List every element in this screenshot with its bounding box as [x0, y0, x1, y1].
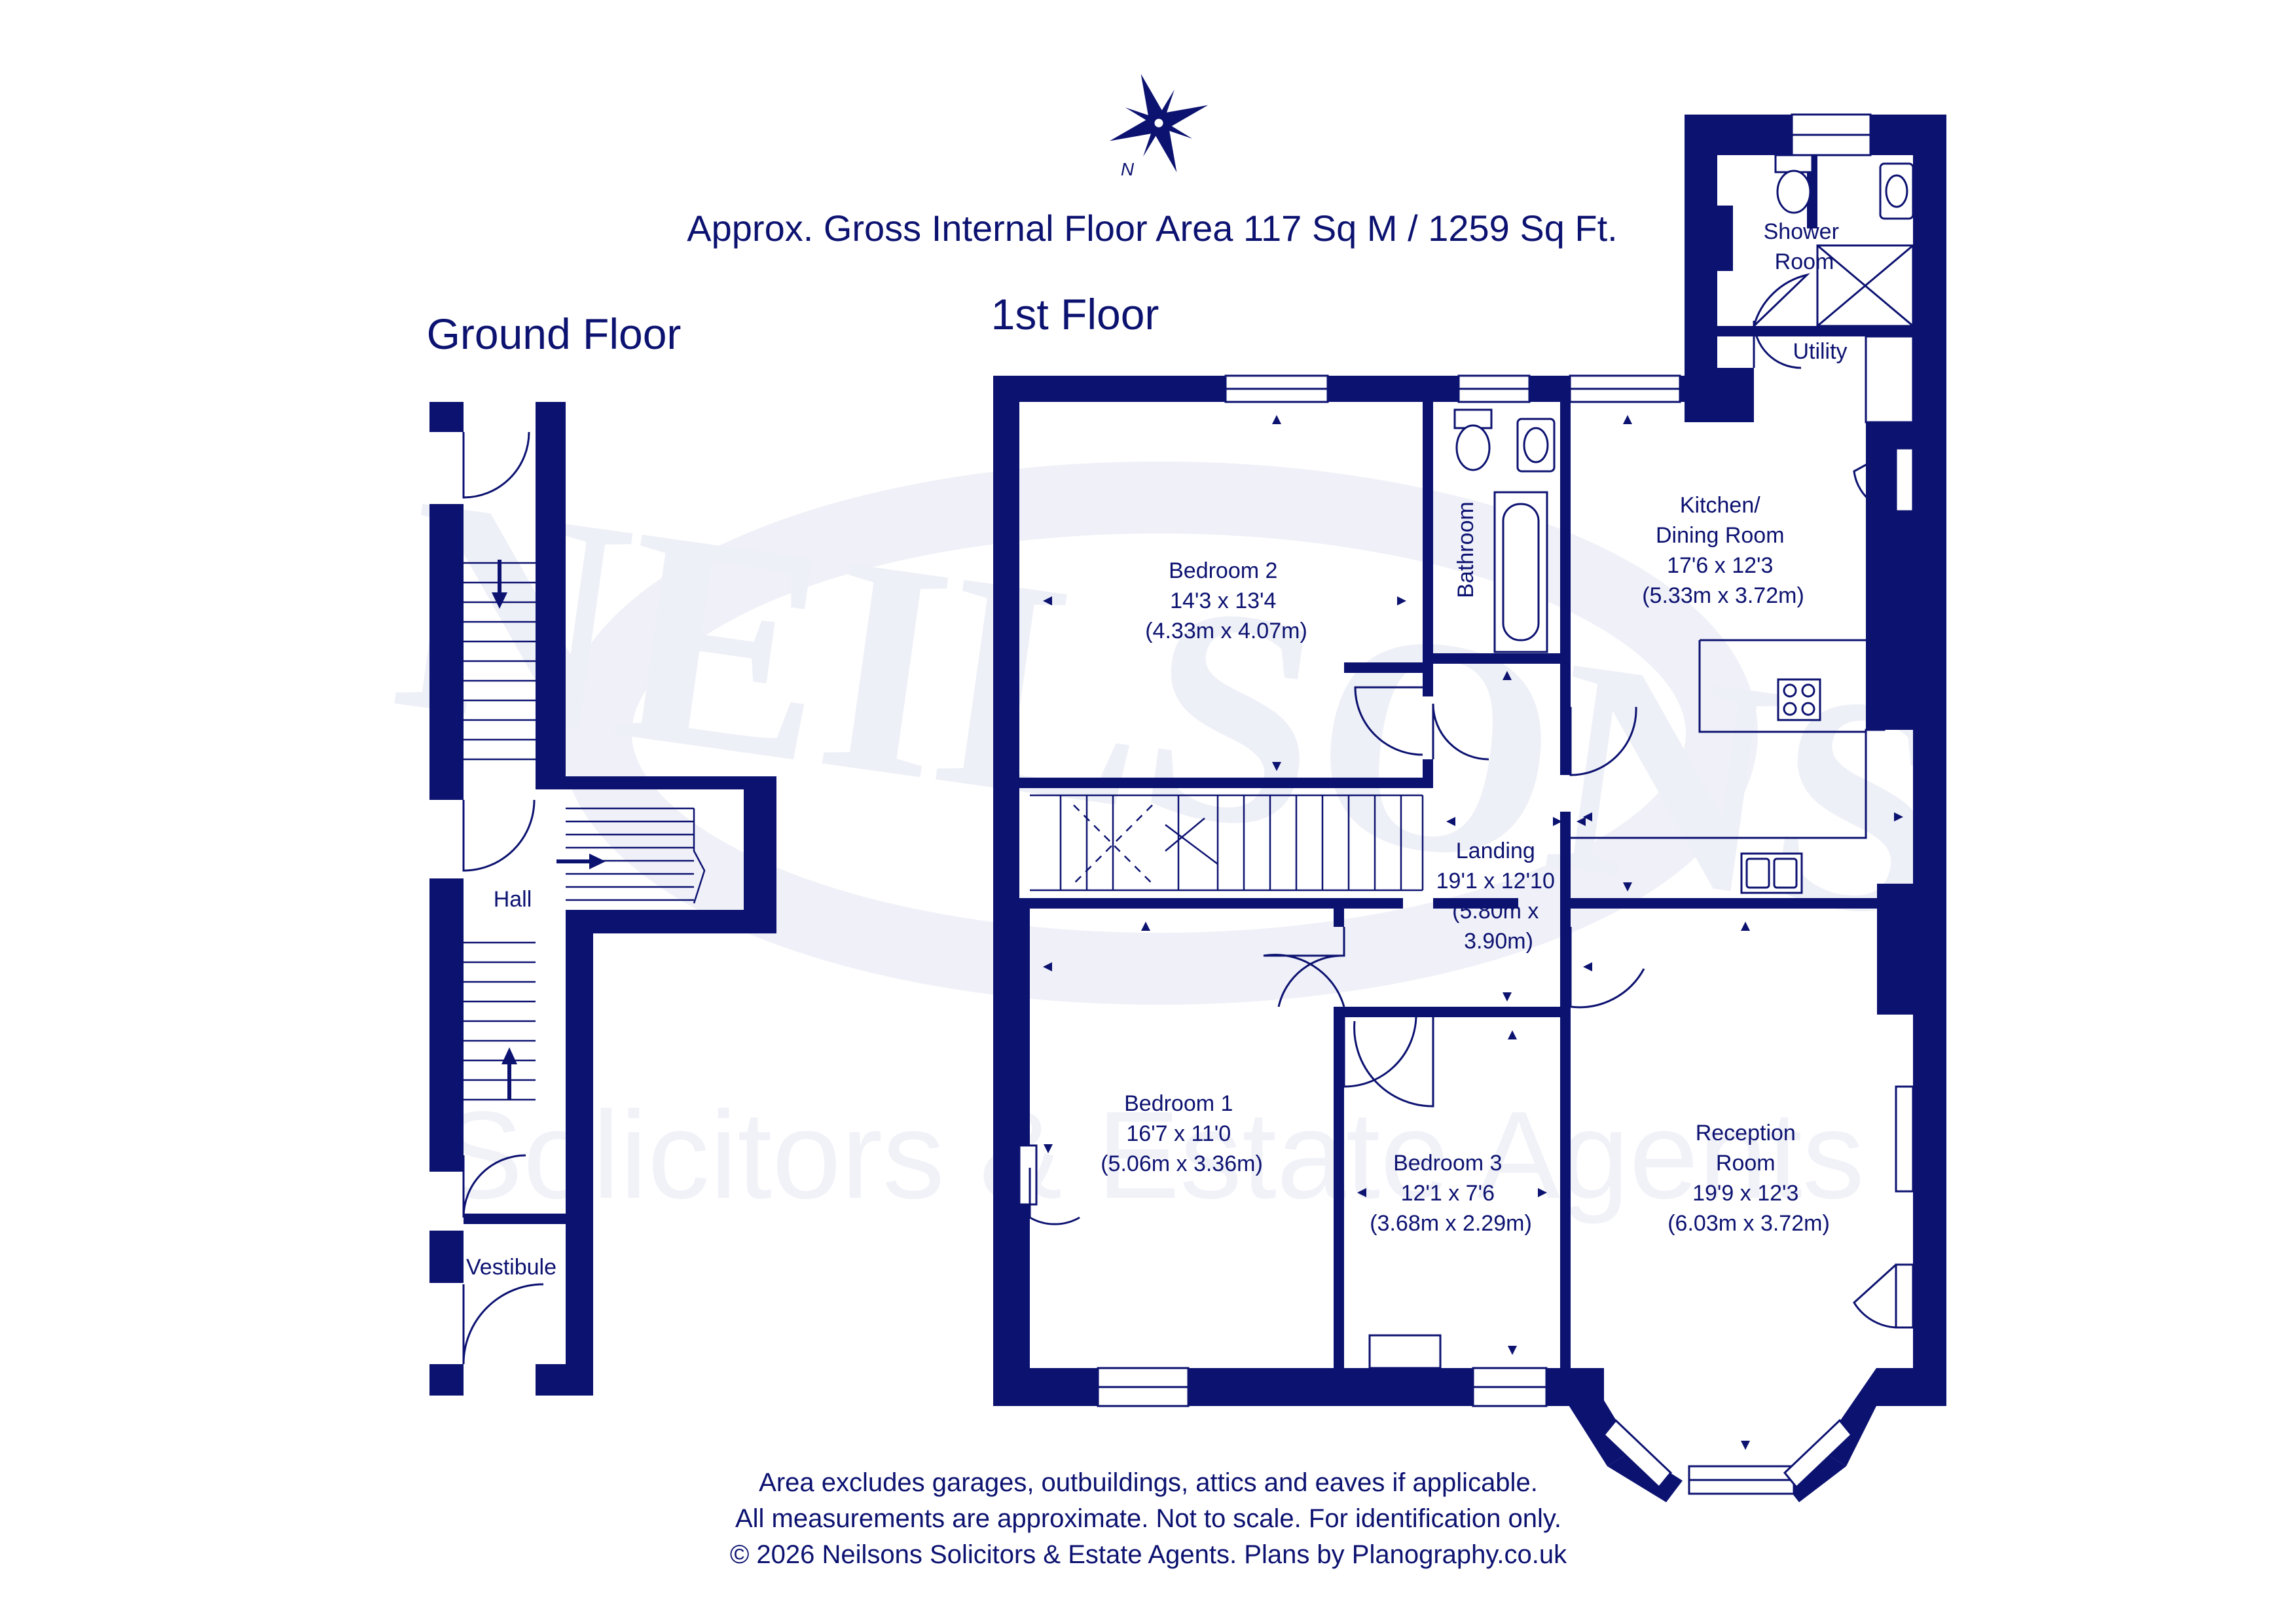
sink-icon — [1740, 852, 1803, 894]
shower-room-line-2: Room — [1775, 249, 1834, 274]
landing-metric-2: 3.90m) — [1464, 929, 1533, 954]
down-arrow-icon — [492, 592, 507, 609]
room-label-bedroom-3: Bedroom 3 12'1 x 7'6 (3.68m x 2.29m) — [1370, 1151, 1532, 1236]
reception-name-1: Reception — [1696, 1121, 1796, 1146]
utility-unit — [1865, 335, 1914, 424]
landing-imperial: 19'1 x 12'10 — [1436, 869, 1555, 893]
room-label-reception: Reception Room 19'9 x 12'3 (6.03m x 3.72… — [1667, 1121, 1830, 1236]
footer-line-1: Area excludes garages, outbuildings, att… — [759, 1468, 1538, 1497]
hob-icon — [1777, 678, 1821, 721]
bedroom-3-name: Bedroom 3 — [1393, 1151, 1502, 1176]
right-arrow-icon — [589, 854, 606, 869]
first-floor-fixtures — [1368, 154, 1914, 1369]
kitchen-metric: (5.33m x 3.72m) — [1642, 583, 1804, 608]
kitchen-name-2: Dining Room — [1656, 523, 1785, 548]
first-floor-stairs — [1030, 794, 1424, 892]
shower-tray-icon — [1816, 244, 1914, 327]
kitchen-name-1: Kitchen/ — [1680, 493, 1760, 518]
reception-imperial: 19'9 x 12'3 — [1692, 1181, 1798, 1206]
bath-icon — [1493, 491, 1548, 653]
room-label-hall: Hall — [494, 887, 532, 912]
bedroom-3-imperial: 12'1 x 7'6 — [1401, 1181, 1495, 1206]
ground-stair-lower — [464, 941, 536, 1101]
fireplace-hearth — [1368, 1334, 1442, 1369]
footer-line-2: All measurements are approximate. Not to… — [735, 1504, 1561, 1533]
compass-north-label: N — [1121, 159, 1135, 179]
dimension-markers — [1043, 415, 1903, 1450]
kitchen-imperial: 17'6 x 12'3 — [1667, 553, 1773, 578]
room-label-landing: Landing 19'1 x 12'10 (5.80m x 3.90m) — [1436, 839, 1561, 954]
bedroom-3-metric: (3.68m x 2.29m) — [1370, 1211, 1532, 1236]
bedroom-1-name: Bedroom 1 — [1124, 1091, 1233, 1116]
landing-name: Landing — [1456, 839, 1535, 863]
bedroom-1-imperial: 16'7 x 11'0 — [1126, 1121, 1231, 1146]
kitchen-island — [1571, 639, 1886, 839]
room-labels: Shower Room Utility Bathroom Bedroom 2 1… — [1101, 219, 1847, 1236]
room-label-vestibule: Vestibule — [466, 1255, 556, 1280]
footer-notes: Area excludes garages, outbuildings, att… — [730, 1468, 1567, 1569]
toilet-icon — [1774, 154, 1813, 214]
room-label-bathroom: Bathroom — [1453, 501, 1478, 598]
room-label-utility: Utility — [1793, 339, 1847, 364]
reception-name-2: Room — [1716, 1151, 1776, 1176]
shower-room-line-1: Shower — [1764, 219, 1839, 244]
reception-metric: (6.03m x 3.72m) — [1667, 1211, 1830, 1236]
ground-floor-title: Ground Floor — [427, 310, 682, 358]
room-label-kitchen: Kitchen/ Dining Room 17'6 x 12'3 (5.33m … — [1642, 493, 1804, 608]
landing-metric-1: (5.80m x — [1452, 899, 1539, 924]
first-floor-title: 1st Floor — [991, 290, 1159, 338]
ground-stair-upper — [464, 560, 536, 761]
room-label-shower-room: Shower Room — [1764, 219, 1846, 274]
toilet-icon — [1453, 408, 1493, 471]
bedroom-2-metric: (4.33m x 4.07m) — [1145, 619, 1307, 643]
floor-area-title: Approx. Gross Internal Floor Area 117 Sq… — [687, 208, 1617, 249]
ground-stair-side — [556, 807, 706, 904]
room-label-bedroom-1: Bedroom 1 16'7 x 11'0 (5.06m x 3.36m) — [1101, 1091, 1263, 1176]
first-floor-doors — [1029, 273, 1897, 1329]
basin-icon — [1879, 162, 1914, 220]
room-label-bedroom-2: Bedroom 2 14'3 x 13'4 (4.33m x 4.07m) — [1145, 558, 1307, 643]
ground-floor-plan: Hall Vestibule — [429, 402, 776, 1396]
bedroom-2-imperial: 14'3 x 13'4 — [1170, 588, 1276, 613]
compass-rose-icon — [1109, 73, 1209, 173]
watermark-tagline: Solicitors & Estate Agents — [440, 1086, 1865, 1225]
footer-line-3: © 2026 Neilsons Solicitors & Estate Agen… — [730, 1540, 1567, 1569]
bedroom-2-name: Bedroom 2 — [1169, 558, 1277, 583]
basin-icon — [1516, 418, 1556, 473]
first-floor-windows — [1018, 113, 1914, 1495]
up-arrow-icon — [501, 1047, 517, 1064]
bedroom-1-metric: (5.06m x 3.36m) — [1101, 1151, 1263, 1176]
first-floor-walls — [993, 115, 1946, 1502]
